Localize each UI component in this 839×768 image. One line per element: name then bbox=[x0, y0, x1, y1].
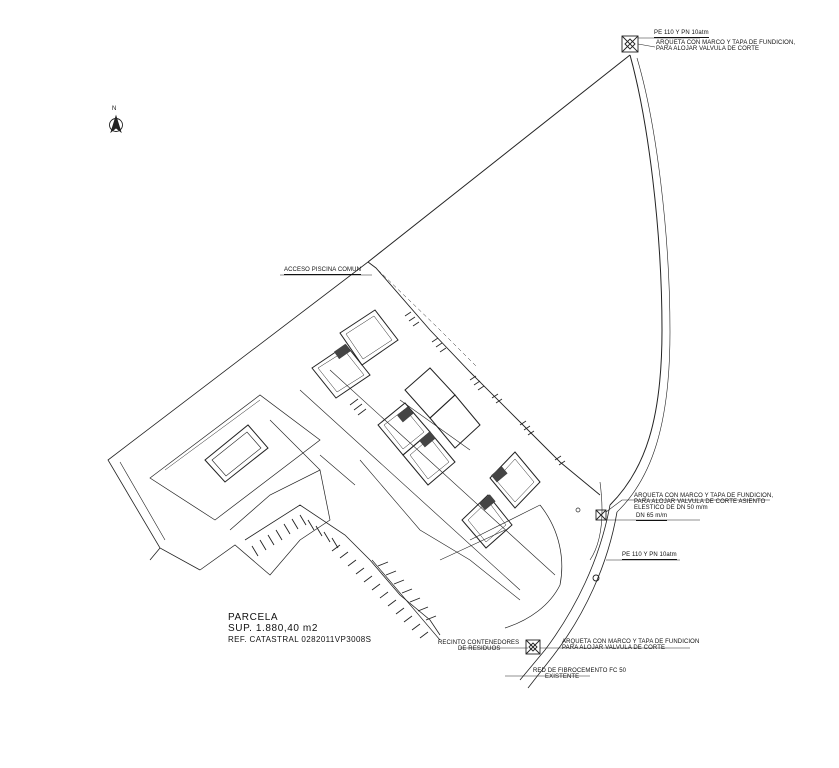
valve-box-low-icon bbox=[525, 639, 541, 655]
pool bbox=[204, 424, 269, 483]
road-curve bbox=[504, 481, 618, 689]
north-label: N bbox=[112, 106, 117, 112]
dn65-label: DN 65 m/m bbox=[636, 513, 668, 521]
valve-note-low-line1: ARQUETA CON MARCO Y TAPA DE FUNDICION bbox=[562, 639, 700, 645]
leader-lines bbox=[280, 37, 770, 677]
terrain-hatch bbox=[244, 504, 441, 641]
network-note-line1: RED DE FIBROCEMENTO FC 50 bbox=[533, 668, 627, 674]
valve-note-mid-line1: ARQUETA CON MARCO Y TAPA DE FUNDICION, bbox=[634, 493, 774, 499]
valve-note-top-line1: ARQUETA CON MARCO Y TAPA DE FUNDICION, bbox=[656, 40, 796, 46]
terrace-lines bbox=[269, 369, 556, 601]
waste-area-line2: DE RESIDUOS bbox=[458, 646, 501, 652]
pipe-spec-mid: PE 110 Y PN 10atm bbox=[622, 552, 677, 560]
parcel-title: PARCELA bbox=[228, 612, 279, 623]
parcel-surface: SUP. 1.880,40 m2 bbox=[228, 623, 319, 634]
pipe-spec-top: PE 110 Y PN 10atm bbox=[654, 30, 709, 38]
valve-box-top-icon bbox=[621, 35, 639, 53]
valve-note-mid-line2: PARA ALOJAR VALVULA DE CORTE ASIENTO bbox=[634, 499, 766, 505]
north-arrow-icon bbox=[109, 114, 123, 134]
valve-note-mid-line3: ELESTICO DE DN 50 m/m bbox=[634, 505, 708, 511]
valve-box-mid-icon bbox=[595, 509, 607, 521]
manhole-small-icon bbox=[575, 507, 581, 513]
valve-note-low-line2: PARA ALOJAR VALVULA DE CORTE bbox=[562, 645, 666, 651]
network-note-line2: EXISTENTE bbox=[545, 674, 580, 680]
manhole-icon bbox=[592, 574, 600, 582]
lower-parcel-outline bbox=[107, 261, 369, 576]
site-marks bbox=[349, 311, 566, 466]
parcel-outline bbox=[367, 54, 671, 513]
housing-blocks bbox=[311, 309, 541, 549]
waste-area-line1: RECINTO CONTENEDORES bbox=[438, 640, 520, 646]
parcel-cadastral-ref: REF. CATASTRAL 0282011VP3008S bbox=[228, 635, 372, 644]
valve-note-top-line2: PARA ALOJAR VALVULA DE CORTE bbox=[656, 46, 760, 52]
pool-access-label: ACCESO PISCINA COMUN bbox=[284, 267, 362, 275]
